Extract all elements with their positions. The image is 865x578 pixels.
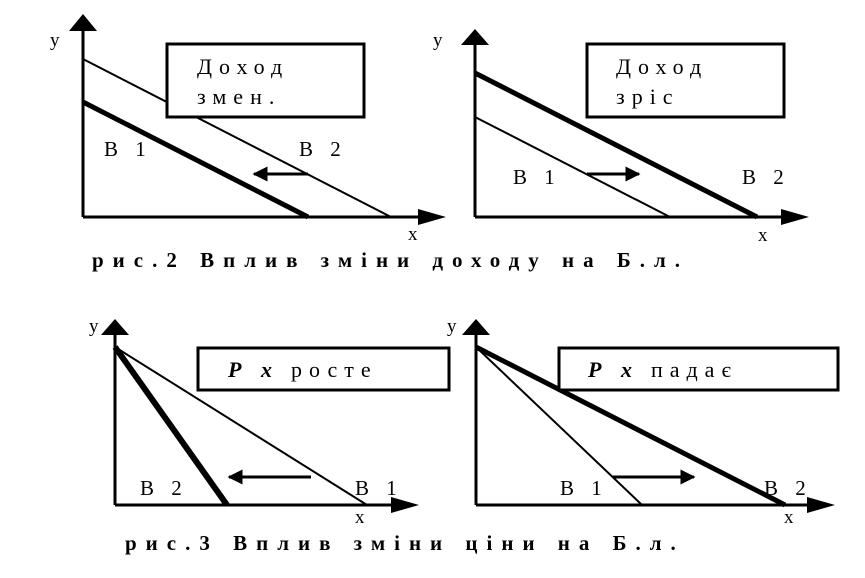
x-axis-label: x [758,225,768,246]
x-axis-label: x [784,507,794,528]
box-text: Р х росте [227,357,378,382]
label-b1: В 1 [104,137,152,161]
y-axis-label: y [50,30,60,51]
y-axis-arrow [69,14,97,31]
price-change: росте [291,357,378,382]
budget-line-b1 [114,346,368,506]
y-axis-label: y [89,316,99,337]
label-box [557,346,840,392]
fig2-left-panel: y x Доход змен. В 1 В 2 [50,14,446,245]
price-change: падає [651,357,738,382]
box-line-1: Доход [197,54,289,79]
label-b1: В 1 [355,476,403,500]
fig3-right-panel: y x Р х падає В 1 В 2 [447,316,840,528]
budget-line-b2 [473,70,759,220]
box-line-2: змен. [197,84,281,109]
budget-line-b1 [81,99,310,220]
y-axis-arrow [101,319,129,335]
budget-line-b2 [474,344,787,508]
x-axis-label: x [408,224,418,245]
budget-line-b1 [475,346,643,506]
x-axis-arrow [391,497,419,513]
budget-line-b2 [82,58,392,218]
figure3-caption: рис.3 Вплив зміни ціни на Б.л. [125,531,685,555]
y-axis-arrow [462,319,490,335]
price-label: Р х [227,357,279,382]
fig2-right-panel: y x Доход зріс В 1 В 2 [433,29,809,246]
budget-line-b2 [112,345,230,507]
label-b2: В 2 [140,476,188,500]
label-b1: В 1 [560,476,608,500]
x-axis-label: x [355,507,365,528]
box-line-1: Доход [616,54,708,79]
label-b2: В 2 [742,165,790,189]
price-label: Р х [587,357,639,382]
y-axis-label: y [447,316,457,337]
label-b2: В 2 [764,476,812,500]
box-text: Р х падає [587,357,738,382]
y-axis-arrow [461,29,489,45]
x-axis-arrow [807,497,835,513]
x-axis-arrow [781,209,809,225]
label-box [196,346,451,392]
figure2-caption: рис.2 Вплив зміни доходу на Б.л. [92,248,689,272]
label-b1: В 1 [513,165,561,189]
x-axis-arrow [418,209,446,225]
label-b2: В 2 [299,137,347,161]
fig3-left-panel: y x Р х росте В 2 В 1 [89,316,451,528]
label-box [585,42,786,119]
budget-line-b1 [474,116,671,218]
box-line-2: зріс [616,84,680,109]
label-box [165,42,366,119]
y-axis-label: y [433,30,443,51]
